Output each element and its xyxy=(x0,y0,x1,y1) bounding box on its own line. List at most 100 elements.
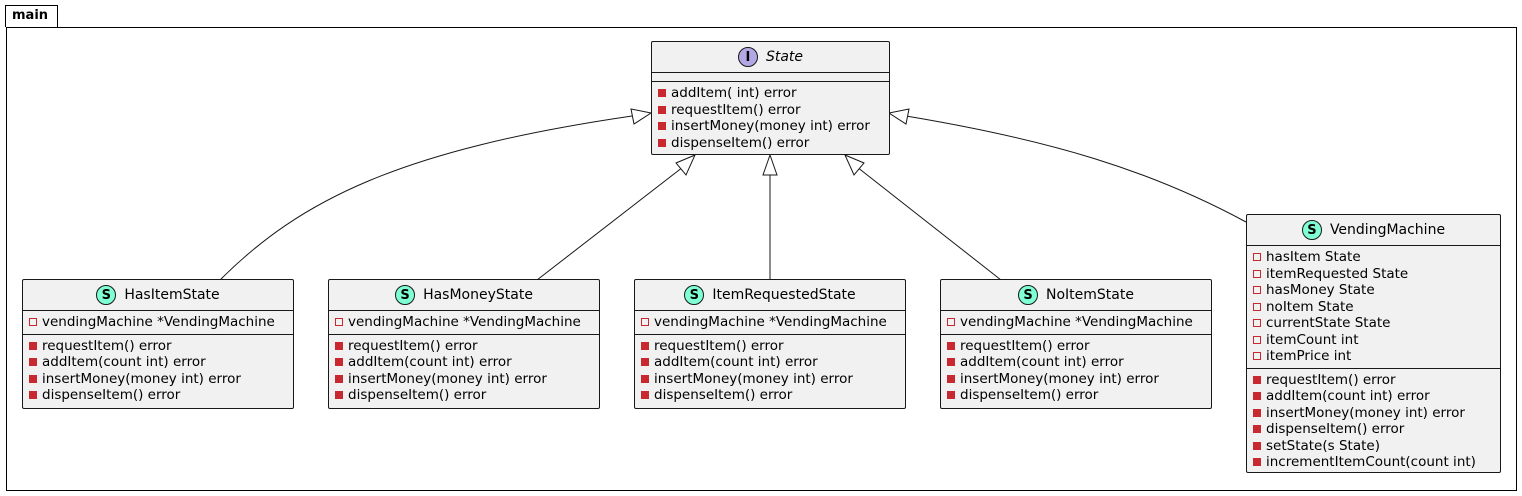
class-name: ItemRequestedState xyxy=(712,287,856,303)
field-text: vendingMachine *VendingMachine xyxy=(654,314,887,331)
field-text: itemPrice int xyxy=(1266,348,1352,365)
method-text: dispenseItem() error xyxy=(348,387,487,404)
arrowhead-vendingmachine xyxy=(887,108,910,125)
private-method-icon xyxy=(641,391,649,400)
method-row: dispenseItem() error xyxy=(1247,421,1500,438)
field-text: vendingMachine *VendingMachine xyxy=(348,314,581,331)
struct-hasitemstate: S HasItemState vendingMachine *VendingMa… xyxy=(22,279,294,409)
method-row: insertMoney(money int) error xyxy=(1247,405,1500,422)
method-text: addItem(count int) error xyxy=(1266,388,1430,405)
field-row: vendingMachine *VendingMachine xyxy=(635,314,905,331)
class-header: S ItemRequestedState xyxy=(635,280,905,311)
class-header: S HasMoneyState xyxy=(329,280,599,311)
private-field-icon xyxy=(29,318,37,327)
method-text: insertMoney(money int) error xyxy=(960,370,1159,387)
method-row: addItem( int) error xyxy=(652,85,889,102)
interface-badge-icon: I xyxy=(737,47,758,67)
method-text: dispenseItem() error xyxy=(654,387,793,404)
private-method-icon xyxy=(335,341,343,350)
method-row: insertMoney(money int) error xyxy=(23,371,293,388)
private-method-icon xyxy=(29,374,37,383)
struct-noitemstate: S NoItemState vendingMachine *VendingMac… xyxy=(940,279,1212,409)
fields-section: vendingMachine *VendingMachine xyxy=(329,311,599,335)
field-text: hasMoney State xyxy=(1266,282,1375,299)
private-method-icon xyxy=(658,122,666,131)
method-row: requestItem() error xyxy=(23,338,293,355)
private-method-icon xyxy=(658,105,666,114)
private-field-icon xyxy=(1253,319,1261,328)
method-row: addItem(count int) error xyxy=(23,354,293,371)
method-row: addItem(count int) error xyxy=(1247,388,1500,405)
method-text: requestItem() error xyxy=(348,337,478,354)
method-row: insertMoney(money int) error xyxy=(652,118,889,135)
class-name: VendingMachine xyxy=(1329,222,1446,238)
method-text: dispenseItem() error xyxy=(671,134,810,151)
method-text: requestItem() error xyxy=(42,337,172,354)
method-row: addItem(count int) error xyxy=(635,354,905,371)
method-text: requestItem() error xyxy=(1266,371,1396,388)
private-method-icon xyxy=(641,341,649,350)
field-row: hasMoney State xyxy=(1247,282,1500,299)
field-row: itemRequested State xyxy=(1247,266,1500,283)
private-field-icon xyxy=(1253,352,1261,361)
struct-badge-icon: S xyxy=(1301,220,1322,240)
method-row: setState(s State) xyxy=(1247,438,1500,455)
method-row: requestItem() error xyxy=(1247,372,1500,389)
fields-section: vendingMachine *VendingMachine xyxy=(23,311,293,335)
field-row: vendingMachine *VendingMachine xyxy=(23,314,293,331)
private-method-icon xyxy=(658,89,666,98)
method-text: addItem( int) error xyxy=(671,85,797,102)
private-method-icon xyxy=(335,391,343,400)
method-text: dispenseItem() error xyxy=(1266,421,1405,438)
package-tab: main xyxy=(5,5,58,27)
method-row: insertMoney(money int) error xyxy=(941,371,1211,388)
package-name: main xyxy=(12,8,49,23)
private-field-icon xyxy=(1253,286,1261,295)
private-method-icon xyxy=(947,374,955,383)
edge-hasitemstate-state xyxy=(219,115,633,281)
method-row: dispenseItem() error xyxy=(23,387,293,404)
class-name: State xyxy=(765,49,804,65)
struct-badge-icon: S xyxy=(1018,285,1039,305)
private-method-icon xyxy=(335,374,343,383)
field-text: vendingMachine *VendingMachine xyxy=(42,314,275,331)
field-text: currentState State xyxy=(1266,315,1391,332)
class-name: NoItemState xyxy=(1046,287,1134,303)
method-text: setState(s State) xyxy=(1266,437,1380,454)
method-row: dispenseItem() error xyxy=(635,387,905,404)
method-text: insertMoney(money int) error xyxy=(671,118,870,135)
field-row: vendingMachine *VendingMachine xyxy=(941,314,1211,331)
method-row: insertMoney(money int) error xyxy=(635,371,905,388)
edge-vendingmachine-state xyxy=(905,115,1247,223)
class-header: I State xyxy=(652,42,889,73)
method-text: insertMoney(money int) error xyxy=(42,370,241,387)
method-row: requestItem() error xyxy=(329,338,599,355)
private-method-icon xyxy=(1253,408,1261,417)
field-text: itemCount int xyxy=(1266,331,1359,348)
private-method-icon xyxy=(29,358,37,367)
method-text: insertMoney(money int) error xyxy=(348,370,547,387)
field-text: noItem State xyxy=(1266,298,1354,315)
private-method-icon xyxy=(1253,392,1261,401)
struct-badge-icon: S xyxy=(395,285,416,305)
arrowhead-hasitemstate xyxy=(630,108,653,125)
class-name: HasMoneyState xyxy=(423,287,533,303)
private-field-icon xyxy=(1253,302,1261,311)
struct-itemrequestedstate: S ItemRequestedState vendingMachine *Ven… xyxy=(634,279,906,409)
method-text: requestItem() error xyxy=(960,337,1090,354)
method-text: insertMoney(money int) error xyxy=(1266,404,1465,421)
field-row: vendingMachine *VendingMachine xyxy=(329,314,599,331)
field-text: itemRequested State xyxy=(1266,265,1409,282)
method-row: requestItem() error xyxy=(652,102,889,119)
private-method-icon xyxy=(1253,375,1261,384)
fields-section xyxy=(652,73,889,82)
edge-hasmoneystate-state xyxy=(536,166,684,281)
private-method-icon xyxy=(947,341,955,350)
private-method-icon xyxy=(947,391,955,400)
class-name: HasItemState xyxy=(124,287,220,303)
